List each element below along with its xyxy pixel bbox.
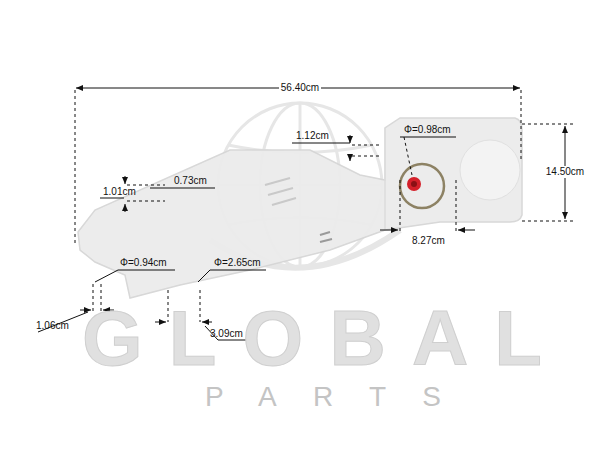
dimension-label: 8.27cm	[412, 235, 445, 247]
part-body	[78, 118, 522, 298]
dimension-label: 1.12cm	[296, 130, 329, 142]
dimension-label: 0.73cm	[174, 175, 207, 187]
dimension-label: 1.01cm	[103, 186, 136, 198]
dimension-label: 56.40cm	[279, 82, 321, 94]
diameter-label: Φ=2.65cm	[214, 257, 261, 269]
dimension-label: 1.06cm	[36, 320, 69, 332]
diameter-label: Φ=0.94cm	[120, 257, 167, 269]
diameter-label: Φ=0.98cm	[404, 124, 451, 136]
dimension-label: 14.50cm	[544, 166, 586, 178]
dimension-label: 3.09cm	[210, 328, 243, 340]
watermark: PARTS	[205, 382, 477, 412]
watermark: GLOBAL	[82, 298, 568, 378]
